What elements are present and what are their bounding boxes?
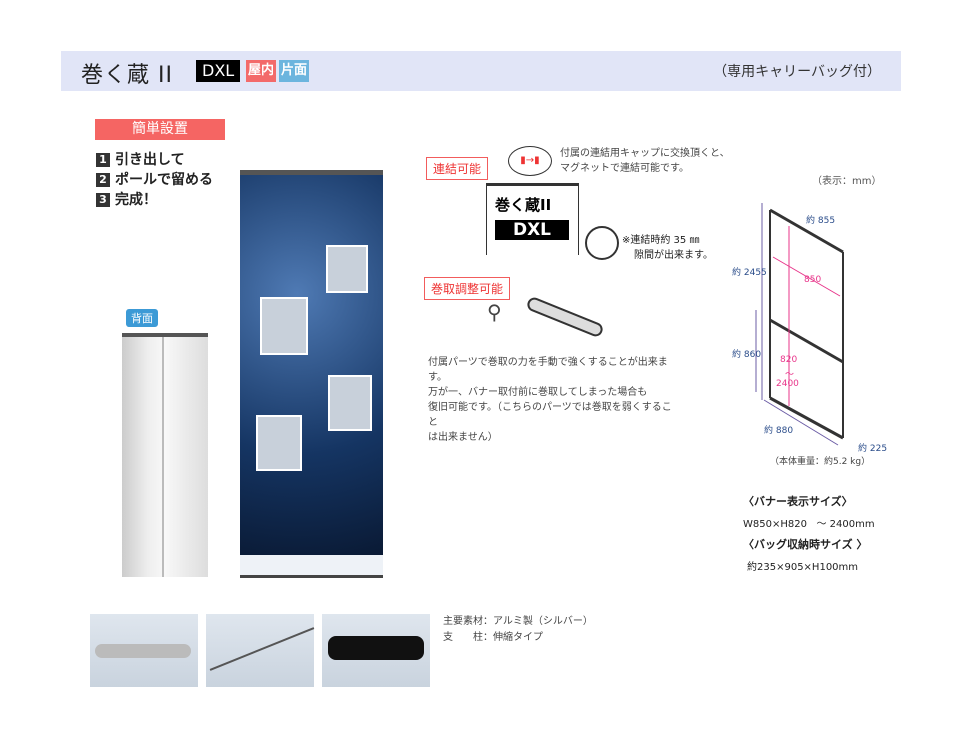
connect-cap-icon: ▮→▮ [508, 146, 552, 176]
back-view-label: 背面 [126, 309, 158, 327]
adjust-desc: 付属パーツで巻取の力を手動で強くすることが出来ます。万が一、バナー取付前に巻取し… [428, 357, 672, 443]
base-thumbnail [90, 614, 198, 687]
roller-icon [525, 295, 605, 339]
back-view-stand-image [122, 333, 208, 577]
banner-footer [240, 555, 383, 575]
bag-note: （専用キャリーバッグ付） [713, 64, 881, 80]
stand-outline-icon [755, 203, 844, 446]
connect-desc: 付属の連結用キャップに交換頂くと、マグネットで連結可能です。 [560, 148, 730, 174]
banner-stand-image [240, 170, 383, 578]
bag-thumbnail [322, 614, 430, 687]
connected-logo-illustration: 巻く蔵II DXL [486, 183, 579, 255]
banner-photo [328, 375, 372, 431]
banner-photo [260, 297, 308, 355]
pole-thumbnail [206, 614, 315, 687]
indoor-badge: 屋内 [246, 60, 277, 82]
materials: 主要素材：アルミ製（シルバー）支 柱：伸縮タイプ [443, 616, 593, 643]
bag-size-spec: 〈バッグ収納時サイズ 〉 約235×905×H100mm [743, 538, 868, 573]
banner-photo [326, 245, 368, 293]
model-badge: DXL [196, 60, 241, 82]
header-bar: 巻く蔵 II DXL 屋内 片面 （専用キャリーバッグ付） [61, 51, 901, 91]
banner-size-spec: 〈バナー表示サイズ〉 W850×H820 〜 2400mm [743, 495, 875, 530]
adjust-tag: 巻取調整可能 [424, 277, 511, 300]
easy-setup-label: 簡単設置 [95, 119, 225, 140]
single-sided-badge: 片面 [279, 60, 310, 82]
banner-photo [256, 415, 302, 471]
connect-tag: 連結可能 [426, 157, 489, 180]
key-icon: ⚲ [487, 300, 502, 324]
zoom-detail-icon [585, 226, 619, 260]
dimension-diagram: （表示：mm） 約 855 約 2455 850 約 860 820 〜 240… [720, 160, 900, 470]
product-title: 巻く蔵 II [81, 63, 173, 88]
